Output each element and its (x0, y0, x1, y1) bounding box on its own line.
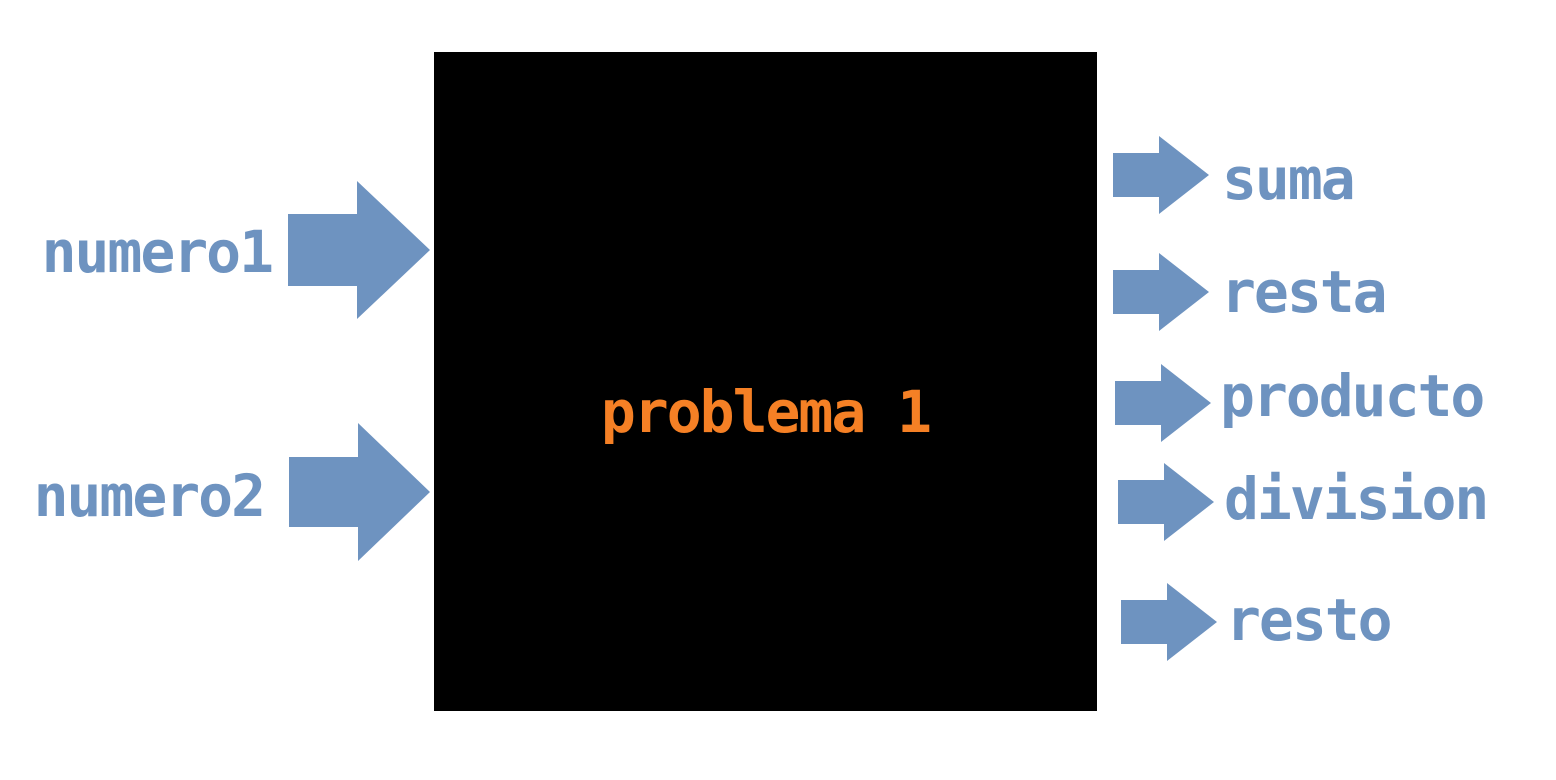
output-arrow-resto (1121, 583, 1217, 661)
output-label-suma: suma (1222, 145, 1356, 213)
output-label-division: division (1224, 465, 1489, 533)
process-title: problema 1 (600, 378, 932, 446)
arrow-right-icon (1113, 136, 1209, 214)
arrow-right-icon (1121, 583, 1217, 661)
arrow-right-icon (1115, 364, 1211, 442)
input-arrow-2 (289, 423, 430, 561)
output-label-resto: resto (1226, 586, 1393, 654)
output-arrow-resta (1113, 253, 1209, 331)
output-arrow-producto (1115, 364, 1211, 442)
output-label-resta: resta (1221, 258, 1388, 326)
input-arrow-1 (288, 181, 430, 319)
arrow-right-icon (1113, 253, 1209, 331)
process-box: problema 1 (434, 52, 1097, 711)
arrow-right-icon (288, 181, 430, 319)
output-arrow-division (1118, 463, 1214, 541)
input-label-numero2: numero2 (33, 462, 266, 530)
output-label-producto: producto (1220, 362, 1485, 430)
input-label-numero1: numero1 (41, 218, 274, 286)
arrow-right-icon (1118, 463, 1214, 541)
arrow-right-icon (289, 423, 430, 561)
output-arrow-suma (1113, 136, 1209, 214)
